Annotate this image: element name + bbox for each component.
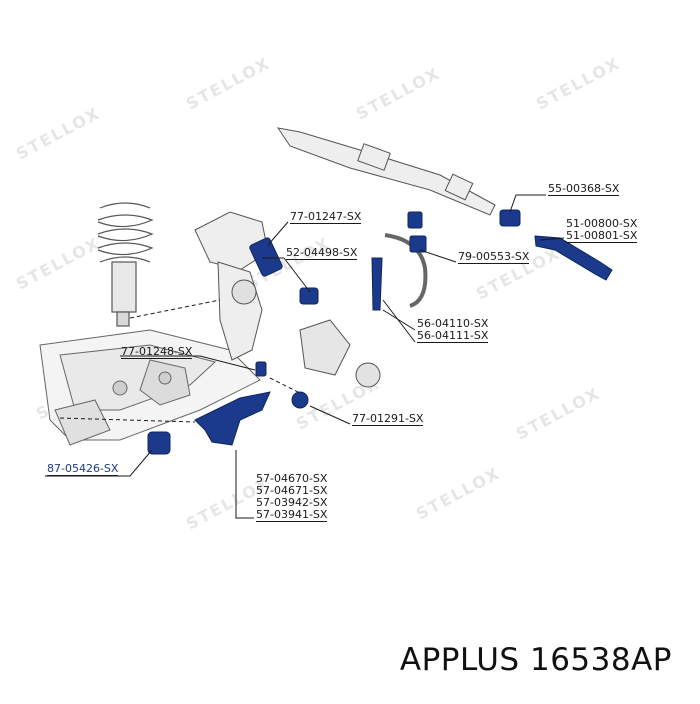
- label-52-04498-sx[interactable]: 52-04498-SX: [286, 246, 358, 260]
- part-number: 16538AP: [529, 642, 672, 678]
- lower-control-arm: [194, 391, 271, 446]
- leader-line: [267, 221, 289, 246]
- watermark-text: STELLOX: [533, 53, 624, 113]
- label-56-04110-sx[interactable]: 56-04110-SX: [417, 317, 489, 330]
- leader-line: [382, 309, 416, 331]
- stabilizer-bar-drawing: [384, 233, 428, 308]
- subframe-bushing: [147, 431, 171, 455]
- brand-name: APPLUS: [399, 642, 520, 678]
- highlight-parts: [147, 209, 613, 455]
- tie-rod-end: [534, 235, 613, 281]
- label-57-04671-sx[interactable]: 57-04671-SX: [256, 484, 328, 497]
- lower-ball-joint-b: [291, 391, 309, 409]
- watermark-text: STELLOX: [353, 63, 444, 123]
- anti-roll-link-joint: [299, 287, 319, 305]
- watermark-text: STELLOX: [513, 383, 604, 443]
- leader-lines: [45, 194, 565, 519]
- leader-line: [235, 450, 254, 519]
- label-group-56-04110: 56-04110-SX 56-04111-SX: [417, 317, 489, 343]
- stabilizer-link: [371, 257, 383, 311]
- assembly-guide-line: [269, 377, 301, 394]
- steering-rack-drawing: [276, 127, 496, 216]
- inner-tie-rod: [499, 209, 521, 227]
- leader-line: [509, 194, 546, 213]
- watermark-text: STELLOX: [413, 463, 504, 523]
- label-55-00368-sx[interactable]: 55-00368-SX: [548, 182, 620, 196]
- label-87-05426-sx[interactable]: 87-05426-SX: [47, 462, 119, 476]
- label-57-03941-sx[interactable]: 57-03941-SX: [256, 508, 328, 522]
- label-51-00800-sx[interactable]: 51-00800-SX: [566, 217, 638, 230]
- label-77-01248-sx[interactable]: 77-01248-SX: [121, 345, 193, 359]
- label-57-03942-sx[interactable]: 57-03942-SX: [256, 496, 328, 509]
- footer-caption: APPLUS 16538AP: [400, 642, 672, 678]
- stabilizer-bushing-a: [407, 211, 423, 229]
- leader-line: [419, 249, 457, 263]
- watermark-text: STELLOX: [13, 233, 104, 293]
- leader-line: [45, 449, 153, 477]
- label-51-00801-sx[interactable]: 51-00801-SX: [566, 229, 638, 243]
- leader-line: [382, 299, 416, 343]
- strut-drawing: [97, 202, 154, 327]
- assembly-guide-line: [59, 417, 196, 423]
- lower-ball-joint: [255, 361, 267, 377]
- assembly-guide-line: [129, 299, 221, 319]
- label-77-01247-sx[interactable]: 77-01247-SX: [290, 210, 362, 224]
- leader-line: [309, 405, 351, 425]
- label-56-04111-sx[interactable]: 56-04111-SX: [417, 329, 489, 343]
- leader-line: [283, 257, 311, 293]
- label-group-57-046: 57-04670-SX 57-04671-SX 57-03942-SX 57-0…: [256, 472, 328, 522]
- watermark-text: STELLOX: [183, 53, 274, 113]
- label-57-04670-sx[interactable]: 57-04670-SX: [256, 472, 328, 485]
- leader-line: [539, 237, 565, 241]
- label-77-01291-sx[interactable]: 77-01291-SX: [352, 412, 424, 426]
- stabilizer-bushing-b: [409, 235, 427, 253]
- watermark-text: STELLOX: [13, 103, 104, 163]
- label-group-51-00800: 51-00800-SX 51-00801-SX: [566, 217, 638, 243]
- knuckle-drawing: [194, 211, 381, 388]
- arm-rear-bushing: [249, 237, 283, 277]
- leader-line: [120, 355, 256, 371]
- label-79-00553-sx[interactable]: 79-00553-SX: [458, 250, 530, 264]
